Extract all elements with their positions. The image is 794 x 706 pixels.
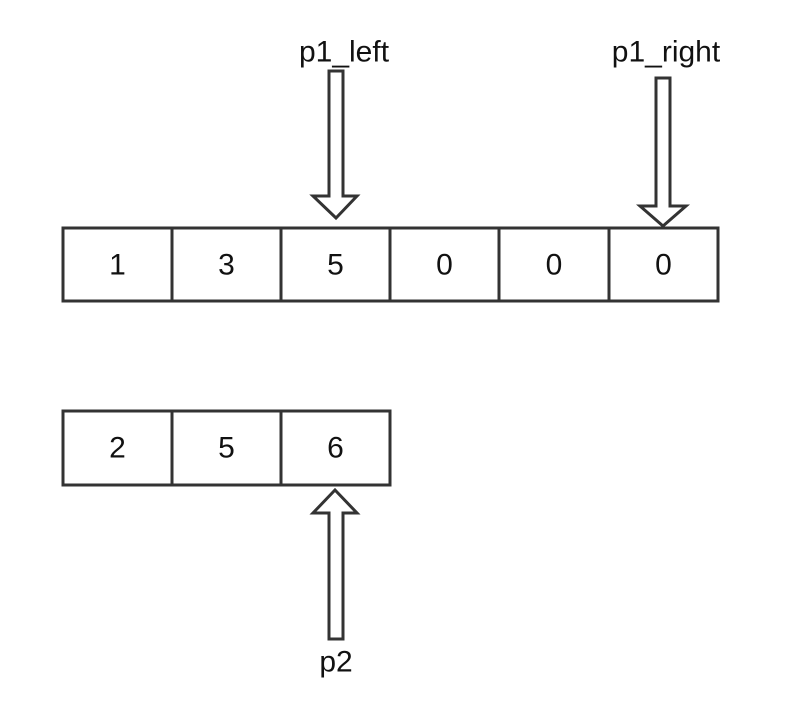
nums1-cell-4-value: 0 xyxy=(546,249,563,282)
nums1-cell-0: 1 xyxy=(61,226,174,303)
nums1-cell-3-value: 0 xyxy=(436,249,453,282)
nums2-cell-1-value: 5 xyxy=(218,432,235,465)
nums2-cell-2-value: 6 xyxy=(327,432,344,465)
nums2-array: 2 5 6 xyxy=(61,409,392,487)
pointer-p1-left: p1_left xyxy=(299,36,390,221)
nums1-cell-2-value: 5 xyxy=(327,249,344,282)
down-arrow-icon xyxy=(635,76,691,228)
pointer-p1-left-label: p1_left xyxy=(299,36,390,69)
up-arrow-icon xyxy=(309,487,361,641)
nums2-cell-2: 6 xyxy=(279,409,392,487)
nums1-cell-1-value: 3 xyxy=(218,249,235,282)
nums1-cell-4: 0 xyxy=(497,226,611,303)
nums2-cell-0-value: 2 xyxy=(109,432,126,465)
nums1-cell-2: 5 xyxy=(279,226,392,303)
pointer-p1-right: p1_right xyxy=(612,36,721,228)
nums1-cell-5: 0 xyxy=(607,226,720,303)
nums1-cell-5-value: 0 xyxy=(655,249,672,282)
nums1-array: 1 3 5 0 0 0 xyxy=(61,226,720,303)
down-arrow-icon xyxy=(309,69,361,221)
pointer-p2-label: p2 xyxy=(319,646,352,679)
nums1-cell-0-value: 1 xyxy=(109,249,126,282)
nums2-cell-1: 5 xyxy=(170,409,283,487)
pointer-p1-right-label: p1_right xyxy=(612,36,721,69)
pointer-p2: p2 xyxy=(309,487,361,679)
nums1-cell-3: 0 xyxy=(388,226,501,303)
nums1-cell-1: 3 xyxy=(170,226,283,303)
nums2-cell-0: 2 xyxy=(61,409,174,487)
